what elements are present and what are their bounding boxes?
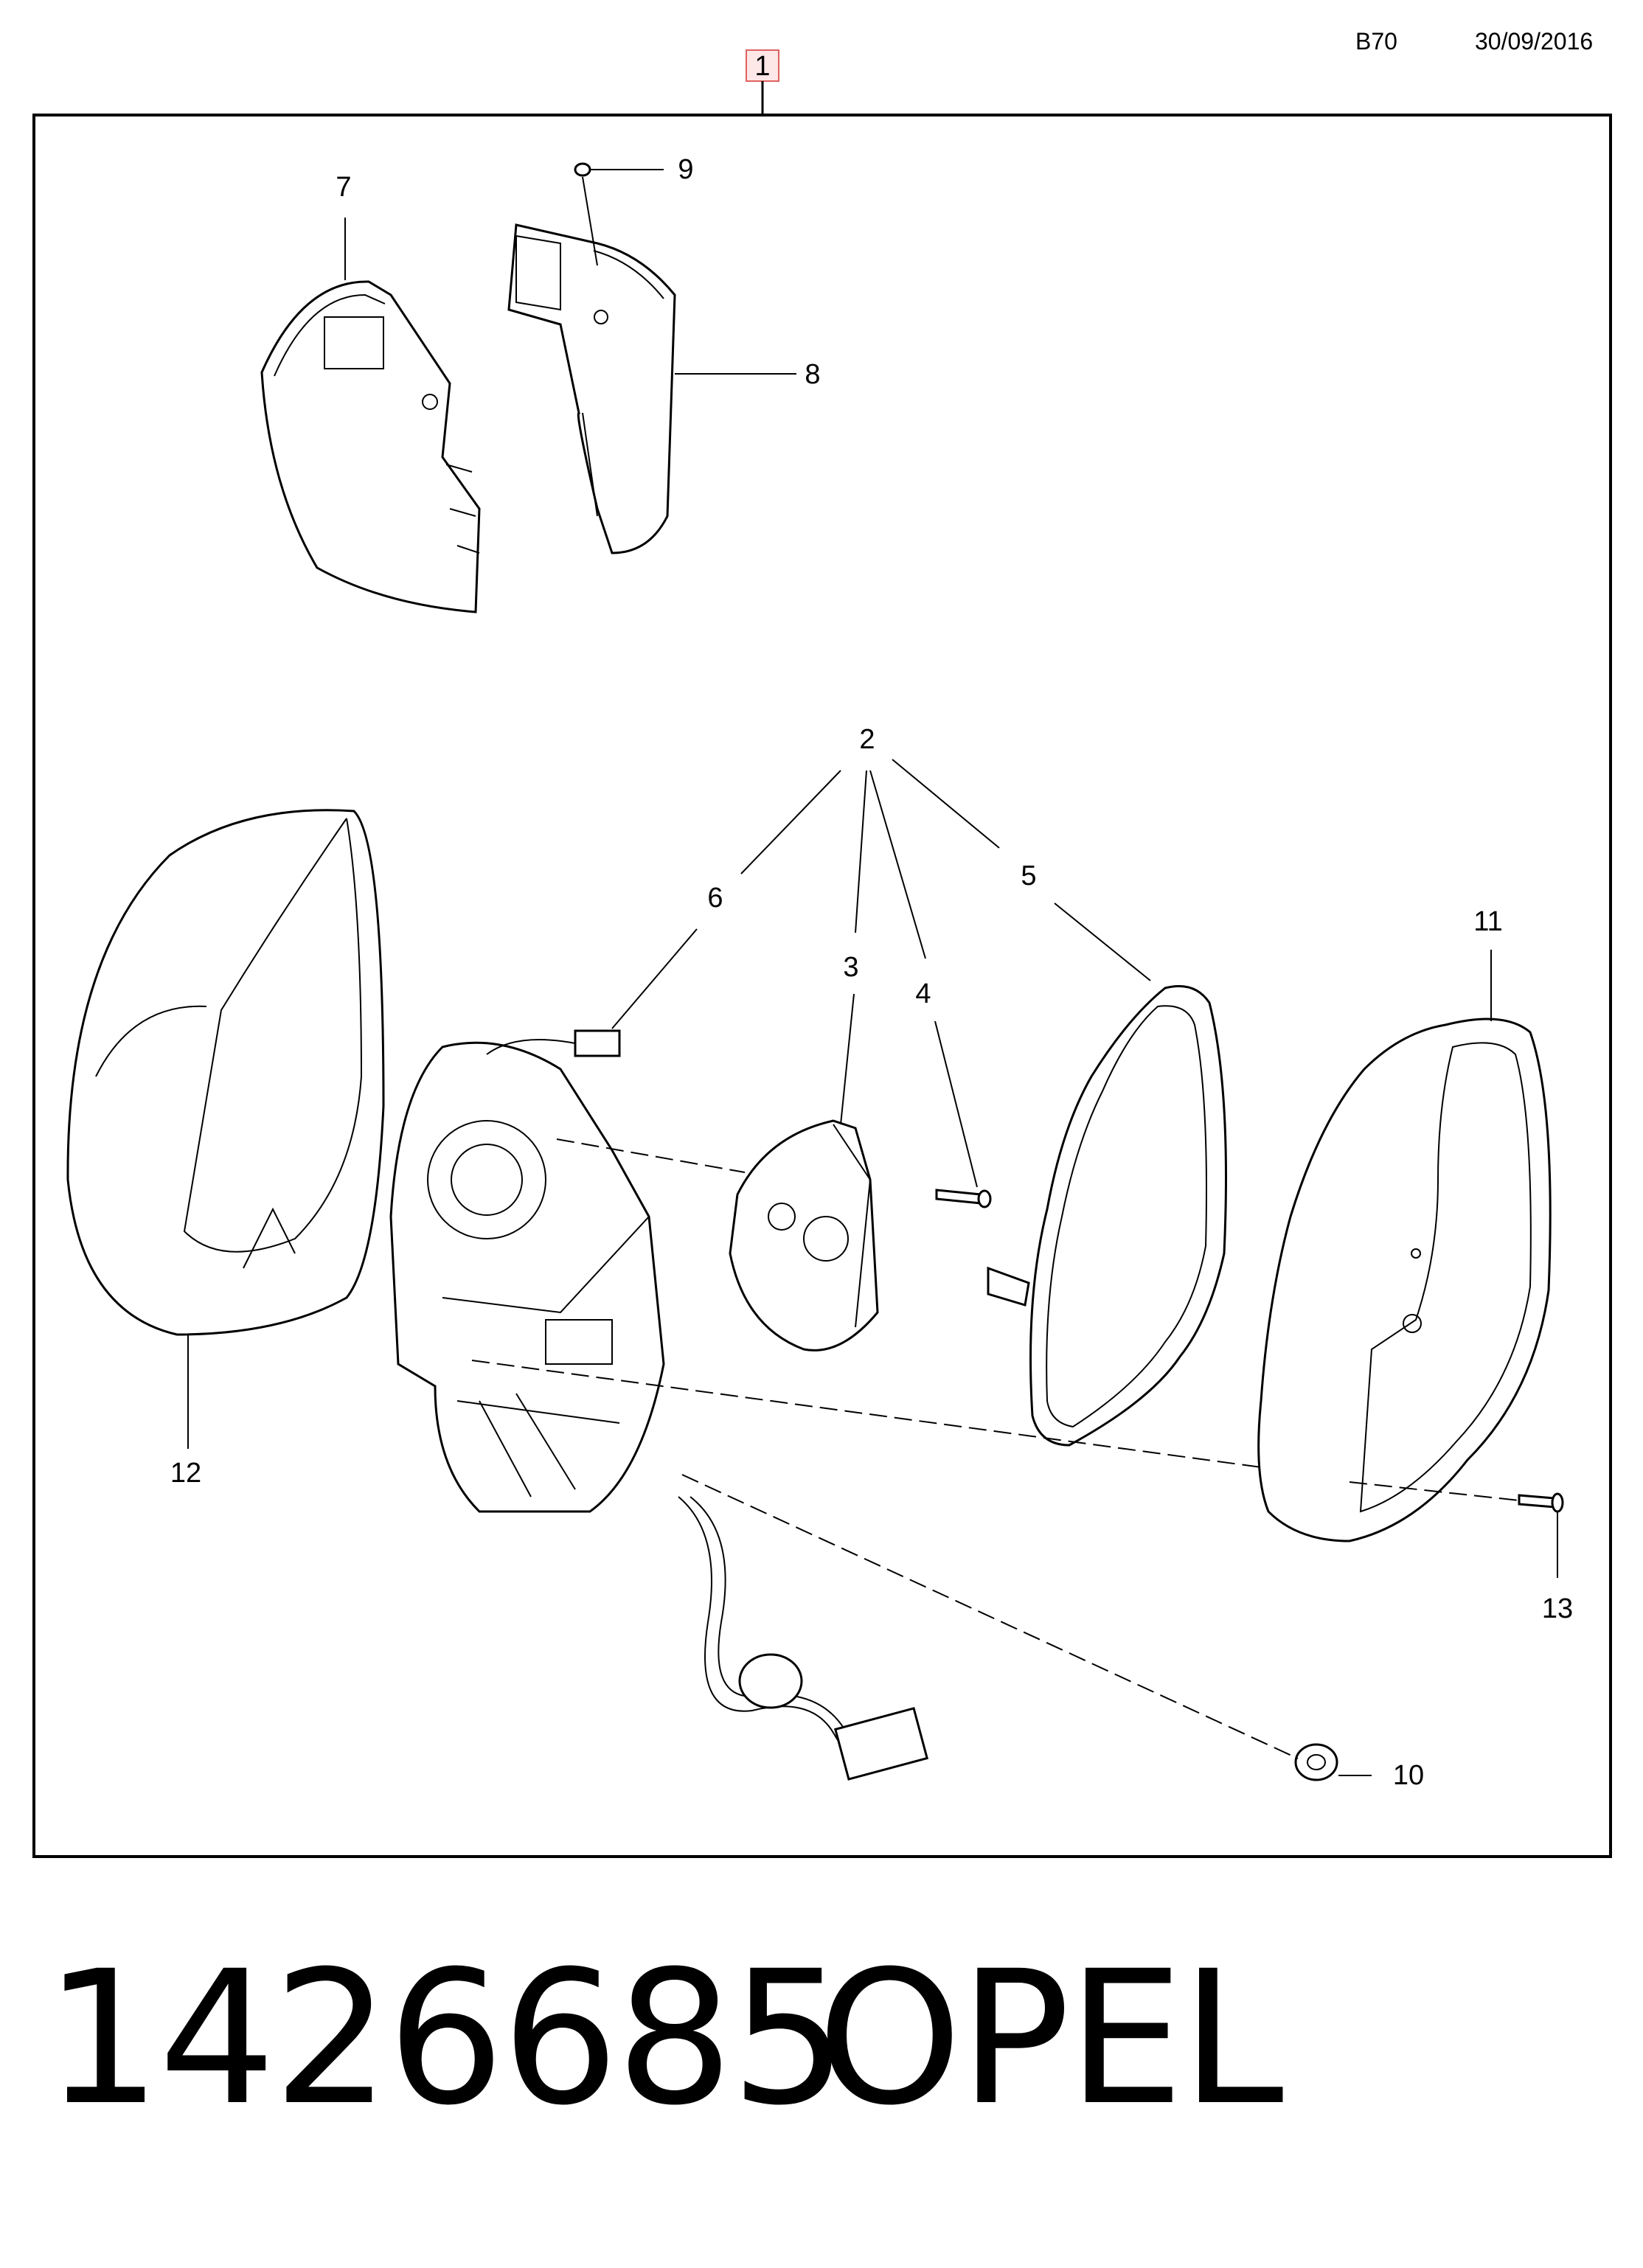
part-3-motor	[729, 1119, 879, 1352]
callout-10: 10	[1393, 1760, 1424, 1791]
callout-5: 5	[1021, 860, 1036, 891]
leader-lines	[611, 759, 1558, 1776]
callout-4: 4	[915, 978, 931, 1009]
exploded-view-diagram: 1	[32, 49, 1612, 1858]
assembly-axis-lines	[471, 1138, 1520, 1759]
callout-13: 13	[1542, 1593, 1573, 1624]
part-11-frame-bezel	[1257, 1018, 1552, 1542]
part-12-housing-shell	[66, 809, 385, 1336]
callout-8: 8	[805, 359, 820, 390]
diagram-frame	[32, 114, 1612, 1858]
callout-9: 9	[678, 154, 693, 185]
part-6-connector	[486, 1029, 621, 1057]
part-9-screw	[574, 162, 664, 266]
callout-6: 6	[707, 883, 723, 914]
brand-name: OPEL	[817, 1931, 1284, 2146]
diagram-date: 30/09/2016	[1475, 28, 1594, 55]
part-7-cover-lower	[260, 280, 481, 613]
assembly-marker	[746, 49, 779, 82]
part-4-screw	[935, 1189, 992, 1208]
diagram-code: B70	[1355, 28, 1397, 55]
part-10-grommet	[1294, 1743, 1338, 1781]
part-13-screw	[1518, 1492, 1564, 1513]
callout-2: 2	[859, 724, 875, 755]
callout-11: 11	[1473, 906, 1502, 937]
part-8-cover-upper	[507, 223, 676, 554]
wiring-harness	[678, 1496, 929, 1781]
part-5-mirror-glass	[987, 985, 1227, 1447]
part-mirror-base-assembly	[389, 1041, 665, 1513]
part-number: 1426685	[44, 1931, 847, 2146]
callout-12: 12	[170, 1458, 201, 1489]
callout-3: 3	[843, 952, 858, 983]
callout-1: 1	[754, 51, 770, 82]
callout-7: 7	[336, 172, 351, 203]
